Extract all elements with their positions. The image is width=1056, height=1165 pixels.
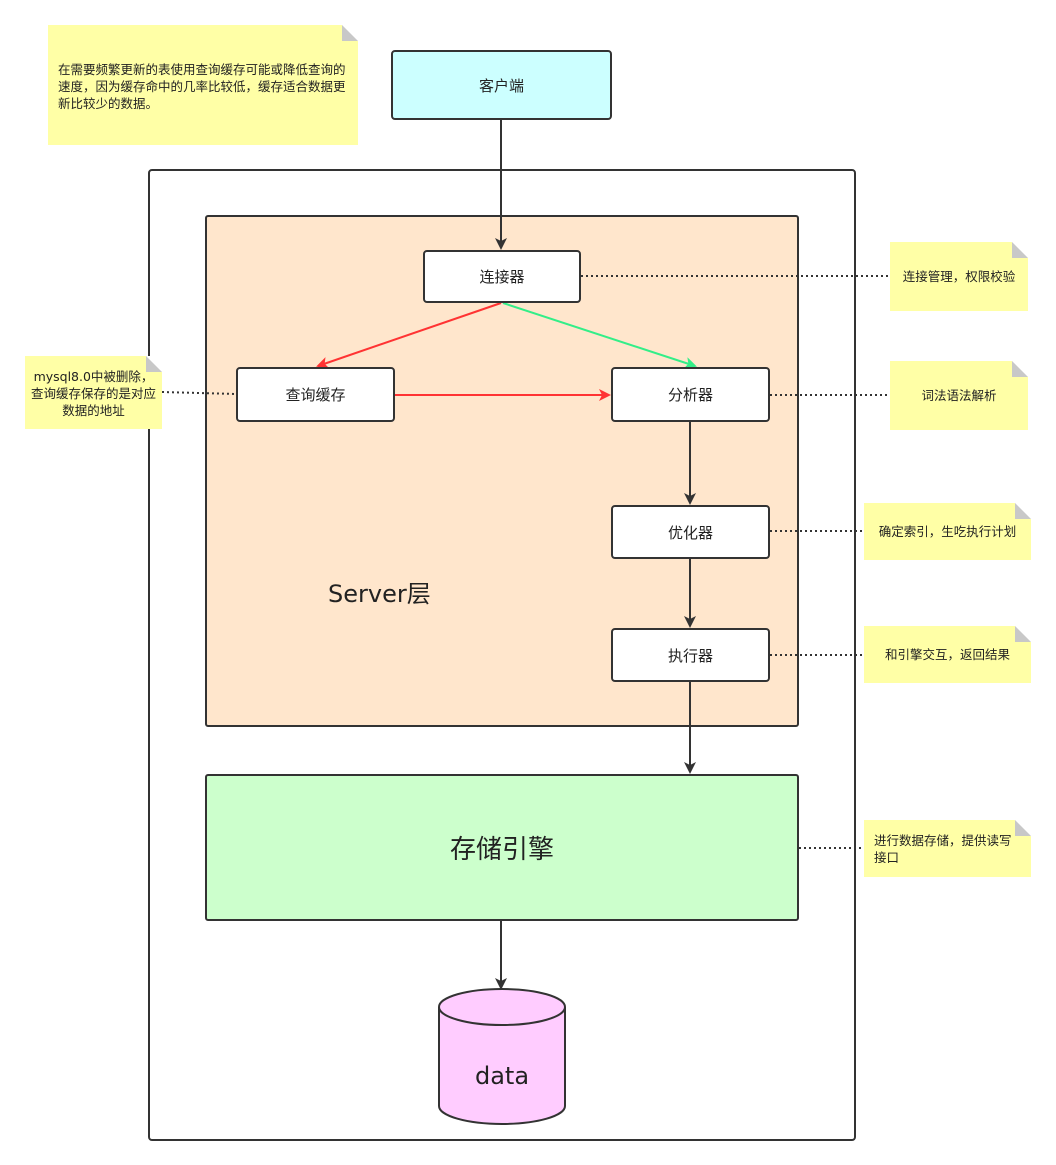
note-connector-text: 连接管理，权限校验 bbox=[902, 269, 1016, 284]
note-cache-removed: mysql8.0中被删除，查询缓存保存的是对应数据的地址 bbox=[25, 356, 162, 429]
connector-box: 连接器 bbox=[423, 250, 581, 303]
storage-engine-box: 存储引擎 bbox=[205, 774, 799, 921]
note-executor: 和引擎交互，返回结果 bbox=[864, 626, 1031, 683]
optimizer-label: 优化器 bbox=[667, 523, 713, 542]
note-analyzer-text: 词法语法解析 bbox=[921, 388, 997, 403]
note-optimizer-text: 确定索引，生吃执行计划 bbox=[878, 524, 1017, 539]
client-box: 客户端 bbox=[391, 50, 612, 120]
executor-label: 执行器 bbox=[667, 646, 713, 665]
note-connector: 连接管理，权限校验 bbox=[890, 242, 1028, 311]
analyzer-label: 分析器 bbox=[667, 386, 713, 404]
note-storage: 进行数据存储，提供读写接口 bbox=[864, 820, 1031, 877]
arrow-connector-to-cache bbox=[316, 302, 502, 369]
note-optimizer: 确定索引，生吃执行计划 bbox=[864, 503, 1031, 560]
data-label: data bbox=[474, 1062, 530, 1090]
note-executor-text: 和引擎交互，返回结果 bbox=[884, 647, 1010, 662]
query-cache-label: 查询缓存 bbox=[285, 386, 346, 404]
note-storage-text: 进行数据存储，提供读写接口 bbox=[874, 833, 1012, 865]
executor-box: 执行器 bbox=[611, 628, 770, 682]
note-cache-text: mysql8.0中被删除，查询缓存保存的是对应数据的地址 bbox=[31, 369, 157, 418]
optimizer-box: 优化器 bbox=[611, 505, 770, 559]
query-cache-box: 查询缓存 bbox=[236, 367, 395, 422]
dotted-cache-note bbox=[161, 391, 237, 395]
arrow-connector-to-analyzer bbox=[502, 302, 697, 369]
server-layer-label: Server层 bbox=[328, 580, 431, 608]
connector-label: 连接器 bbox=[479, 268, 525, 286]
note-analyzer: 词法语法解析 bbox=[890, 361, 1028, 430]
storage-engine-label: 存储引擎 bbox=[449, 835, 554, 865]
analyzer-box: 分析器 bbox=[611, 367, 770, 422]
client-label: 客户端 bbox=[478, 76, 524, 95]
note-top-text: 在需要频繁更新的表使用查询缓存可能或降低查询的速度，因为缓存命中的几率比较低，缓… bbox=[58, 62, 346, 111]
data-cylinder bbox=[438, 988, 566, 1125]
note-query-cache-warning: 在需要频繁更新的表使用查询缓存可能或降低查询的速度，因为缓存命中的几率比较低，缓… bbox=[48, 25, 358, 145]
